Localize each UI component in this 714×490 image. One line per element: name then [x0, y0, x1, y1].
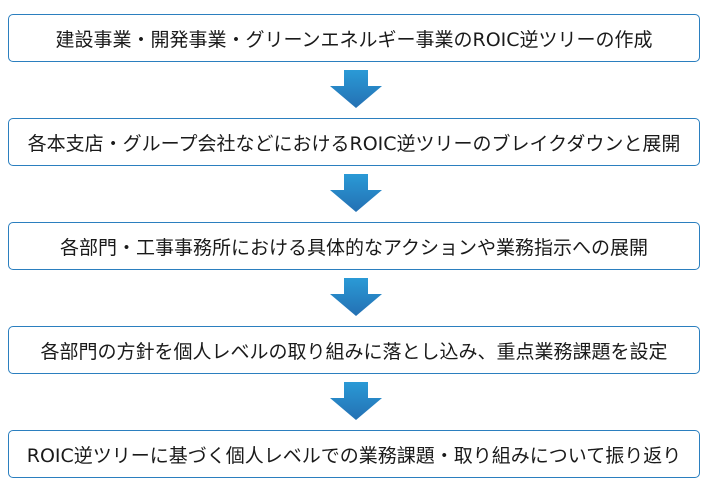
step-1-label: 建設事業・開発事業・グリーンエネルギー事業のROIC逆ツリーの作成	[55, 28, 653, 51]
step-1-box: 建設事業・開発事業・グリーンエネルギー事業のROIC逆ツリーの作成	[8, 14, 700, 62]
step-4-box: 各部門の方針を個人レベルの取り組みに落とし込み、重点業務課題を設定	[8, 326, 700, 374]
step-5-label: ROIC逆ツリーに基づく個人レベルでの業務課題・取り組みについて振り返り	[26, 444, 682, 467]
down-arrow-shape	[330, 70, 382, 108]
step-4-label: 各部門の方針を個人レベルの取り組みに落とし込み、重点業務課題を設定	[40, 340, 668, 363]
step-3-box: 各部門・工事事務所における具体的なアクションや業務指示への展開	[8, 222, 700, 270]
down-arrow-icon	[330, 70, 382, 108]
step-5-box: ROIC逆ツリーに基づく個人レベルでの業務課題・取り組みについて振り返り	[8, 430, 700, 478]
step-2-label: 各本支店・グループ会社などにおけるROIC逆ツリーのブレイクダウンと展開	[27, 132, 681, 155]
down-arrow-icon	[330, 382, 382, 420]
down-arrow-shape	[330, 382, 382, 420]
down-arrow-shape	[330, 278, 382, 316]
step-2-box: 各本支店・グループ会社などにおけるROIC逆ツリーのブレイクダウンと展開	[8, 118, 700, 166]
down-arrow-icon	[330, 174, 382, 212]
step-3-label: 各部門・工事事務所における具体的なアクションや業務指示への展開	[59, 236, 649, 259]
down-arrow-icon	[330, 278, 382, 316]
down-arrow-shape	[330, 174, 382, 212]
